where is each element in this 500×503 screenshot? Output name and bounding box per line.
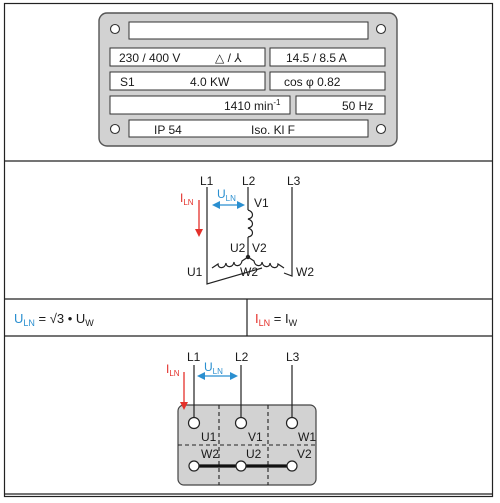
- star-current-label: ILN: [180, 191, 194, 207]
- star-label-u1: U1: [187, 265, 203, 279]
- terminal-v2: [286, 460, 298, 472]
- terminal-w1: [285, 416, 299, 430]
- star-label-u2: U2: [230, 241, 246, 255]
- terminal-label-u1: U1: [201, 430, 217, 444]
- terminal-label-w1: W1: [298, 430, 316, 444]
- nameplate-cos-field: [269, 71, 386, 91]
- terminal-current-label: ILN: [166, 362, 180, 378]
- terminal-label-v1: V1: [248, 430, 263, 444]
- star-connection-diagram: [206, 187, 293, 285]
- star-label-v2: V2: [252, 241, 267, 255]
- nameplate-protection-field: [128, 119, 369, 138]
- duty-text: S1: [120, 75, 135, 89]
- power-text: 4.0 KW: [190, 75, 230, 89]
- screw-hole-icon: [375, 23, 387, 35]
- terminal-label-w2: W2: [201, 447, 219, 461]
- star-voltage-label: ULN: [217, 187, 236, 203]
- star-wire-l3: [283, 187, 293, 277]
- terminal-label-v2: V2: [297, 447, 312, 461]
- star-label-l2: L2: [242, 174, 256, 188]
- star-label-w2-mid: W2: [240, 265, 258, 279]
- nameplate-current-field: [269, 47, 386, 67]
- screw-hole-icon: [109, 123, 121, 135]
- nameplate-frequency-field: [295, 95, 386, 115]
- star-coil-v1: [247, 209, 254, 238]
- insulation-text: Iso. Kl F: [251, 123, 295, 137]
- terminal-box: [177, 365, 317, 486]
- star-coil-u: [211, 256, 249, 269]
- speed-text: 1410 min-1: [224, 98, 281, 113]
- screw-hole-icon: [109, 23, 121, 35]
- terminal-voltage-label: ULN: [204, 360, 223, 376]
- screw-hole-icon: [375, 123, 387, 135]
- terminal-u1: [187, 416, 201, 430]
- panel-frame: [3, 2, 494, 498]
- current-text: 14.5 / 8.5 A: [286, 51, 347, 65]
- star-label-w2-right: W2: [296, 265, 314, 279]
- frequency-text: 50 Hz: [342, 99, 373, 113]
- terminal-label-l3: L3: [286, 350, 300, 364]
- formula-current: ILN = IW: [255, 311, 298, 328]
- terminal-board: [177, 404, 317, 486]
- star-coil-w: [247, 256, 285, 269]
- nameplate-power-field: [109, 71, 266, 91]
- nameplate-speed-field: [109, 95, 291, 115]
- nameplate-voltage-field: [109, 47, 266, 67]
- nameplate: 230 / 400 V △ / ⅄ 14.5 / 8.5 A S1 4.0 KW…: [98, 12, 398, 147]
- star-label-v1: V1: [254, 196, 269, 210]
- star-label-l3: L3: [287, 174, 301, 188]
- star-wire-l1: [206, 187, 263, 285]
- nameplate-blank-field: [128, 21, 369, 40]
- terminal-label-l2: L2: [235, 350, 249, 364]
- terminal-v1: [234, 416, 248, 430]
- terminal-u2: [235, 460, 247, 472]
- star-point-icon: [245, 254, 251, 260]
- formula-voltage: ULN = √3 • UW: [14, 311, 94, 328]
- cos-text: cos φ 0.82: [284, 75, 341, 89]
- terminal-label-l1: L1: [187, 350, 201, 364]
- star-label-l1: L1: [200, 174, 214, 188]
- voltage-text: 230 / 400 V: [119, 51, 180, 65]
- terminal-label-u2: U2: [246, 447, 262, 461]
- connection-symbols-text: △ / ⅄: [215, 51, 242, 65]
- ip-text: IP 54: [154, 123, 182, 137]
- terminal-w2: [188, 460, 200, 472]
